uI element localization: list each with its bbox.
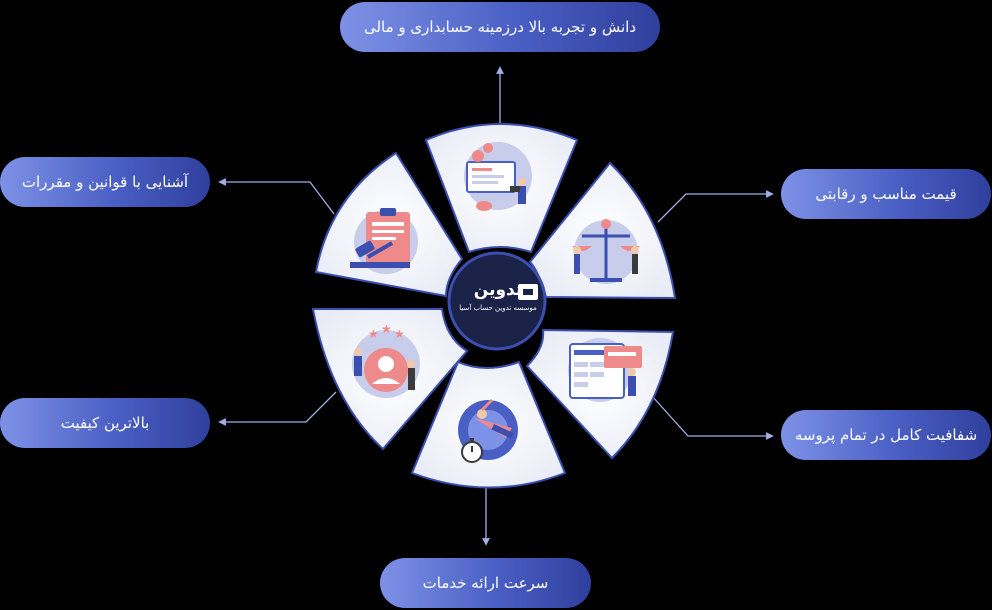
connector-top-left xyxy=(218,178,335,215)
brand-name: تدوین xyxy=(473,280,523,300)
connector-bottom-left xyxy=(218,391,337,426)
feature-pill-bottom-right: شفافیت کامل در تمام پروسه xyxy=(781,410,991,460)
rating-stars-icon: ★ ★ ★ xyxy=(352,322,420,398)
balance-scale-icon xyxy=(572,219,640,284)
feature-pill-top-left: آشنایی با قوانین و مقررات xyxy=(0,157,210,207)
connector-top-right xyxy=(657,190,774,223)
svg-text:★: ★ xyxy=(381,322,392,336)
center-logo-circle xyxy=(447,251,547,351)
svg-text:★: ★ xyxy=(368,327,379,341)
feature-pill-top-right: قیمت مناسب و رقابتی xyxy=(781,169,991,219)
brand-subtitle: موسسه تدوین حساب آسیا xyxy=(459,304,537,312)
stopwatch-speed-icon xyxy=(458,398,518,463)
center-logo: تدوین موسسه تدوین حساب آسیا xyxy=(450,280,546,312)
law-gavel-icon xyxy=(350,208,418,274)
finance-laptop-icon xyxy=(464,142,532,211)
feature-pill-top: دانش و تجربه بالا درزمینه حسابداری و مال… xyxy=(340,2,660,52)
svg-text:★: ★ xyxy=(394,327,405,341)
feature-pill-bottom-left: بالاترین کیفیت xyxy=(0,398,210,448)
feature-pill-bottom: سرعت ارائه خدمات xyxy=(380,558,591,608)
connector-bottom-right xyxy=(651,395,774,440)
dashboard-report-icon xyxy=(568,338,642,402)
